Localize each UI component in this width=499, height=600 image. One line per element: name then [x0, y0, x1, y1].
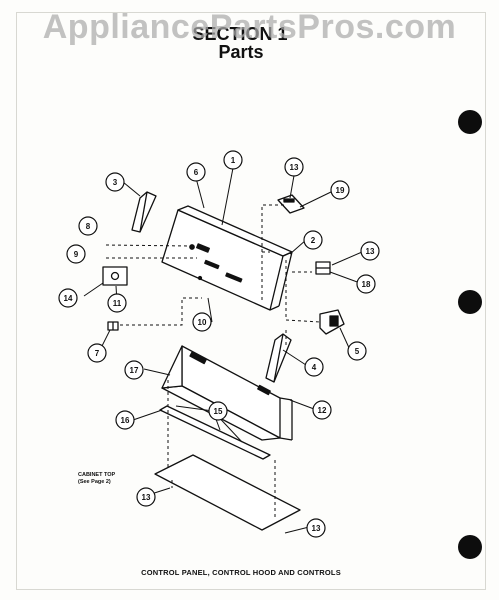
callout-14	[58, 288, 78, 308]
callout-2	[303, 230, 323, 250]
knob-4	[265, 333, 292, 383]
knob-3	[131, 191, 157, 233]
callout-number: 5	[355, 347, 360, 356]
lamp-5	[319, 309, 345, 335]
callout-1	[223, 150, 243, 170]
callout-5	[347, 341, 367, 361]
binder-hole-bottom	[458, 535, 482, 559]
callout-3	[105, 172, 125, 192]
binder-hole-middle	[458, 290, 482, 314]
callout-numbers: 1 2 3 4 5 6 7 8 9 10 11 12 13 13 13 13 1…	[64, 156, 375, 533]
callout-15	[208, 401, 228, 421]
callout-17	[124, 360, 144, 380]
callout-13c	[136, 487, 156, 507]
leader-lines	[105, 204, 321, 520]
trim-strip	[159, 405, 271, 460]
bracket-19	[277, 194, 305, 214]
control-panel	[161, 205, 293, 311]
cabinet-top	[154, 454, 301, 531]
section-title: SECTION 1	[192, 24, 288, 44]
callout-19	[330, 180, 350, 200]
callout-number: 6	[194, 168, 199, 177]
page-frame	[16, 12, 486, 590]
callout-number: 7	[95, 349, 100, 358]
diagram-caption: CONTROL PANEL, CONTROL HOOD AND CONTROLS	[141, 568, 341, 577]
callout-8	[78, 216, 98, 236]
callout-9	[66, 244, 86, 264]
callout-number: 17	[130, 366, 139, 375]
binder-hole-top	[458, 110, 482, 134]
callout-number: 8	[86, 222, 91, 231]
callout-number: 16	[121, 416, 130, 425]
callout-number: 13	[366, 247, 375, 256]
switch-18	[315, 261, 331, 275]
callout-number: 10	[198, 318, 207, 327]
callout-number: 13	[142, 493, 151, 502]
callout-number: 1	[231, 156, 236, 165]
bracket-box	[102, 266, 128, 286]
callout-16	[115, 410, 135, 430]
callout-number: 13	[290, 163, 299, 172]
callout-number: 11	[113, 299, 122, 308]
callout-12	[312, 400, 332, 420]
callout-13b	[360, 241, 380, 261]
cabinet-top-note: CABINET TOP (See Page 2)	[78, 472, 138, 486]
callout-number: 15	[214, 407, 223, 416]
callout-number: 19	[336, 186, 345, 195]
callout-18	[356, 274, 376, 294]
callout-7	[87, 343, 107, 363]
callout-6	[186, 162, 206, 182]
callout-number: 12	[318, 406, 327, 415]
callout-11	[107, 293, 127, 313]
callout-number: 4	[312, 363, 317, 372]
callout-10	[192, 312, 212, 332]
callout-circles	[58, 150, 380, 538]
cabinet-top-note-line1: CABINET TOP	[78, 472, 116, 478]
section-subtitle: Parts	[218, 42, 264, 62]
callout-13a	[284, 157, 304, 177]
callout-number: 18	[362, 280, 371, 289]
cabinet-top-note-line2: (See Page 2)	[78, 479, 111, 485]
callout-4	[304, 357, 324, 377]
callout-number: 2	[311, 236, 316, 245]
callout-number: 13	[312, 524, 321, 533]
callout-13d	[306, 518, 326, 538]
callout-number: 14	[64, 294, 73, 303]
screw-7	[107, 321, 119, 331]
callout-number: 3	[113, 178, 118, 187]
callout-leaders	[83, 167, 363, 534]
callout-number: 9	[74, 250, 79, 259]
